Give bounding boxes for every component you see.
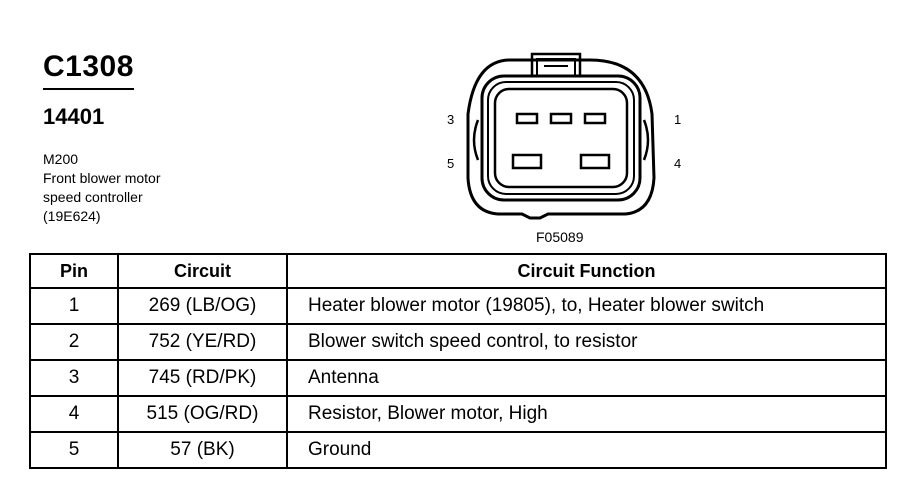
column-header-circuit: Circuit: [117, 253, 288, 289]
part-number: 14401: [43, 104, 105, 129]
terminal-slot-2: [549, 112, 573, 125]
description-line: speed controller: [43, 189, 143, 205]
pin-label-5: 5: [447, 156, 454, 171]
pin-cell: 2: [29, 323, 119, 361]
pin-cell: 4: [29, 395, 119, 433]
table-header-row: Pin Circuit Circuit Function: [29, 253, 887, 289]
pin-cell: 1: [29, 287, 119, 325]
terminal-slot-1: [583, 112, 607, 125]
terminal-slot-3: [515, 112, 539, 125]
pin-cell: 3: [29, 359, 119, 397]
table-row: 5 57 (BK) Ground: [29, 431, 887, 469]
terminal-slot-4: [579, 153, 611, 170]
side-rib-left: [472, 119, 480, 161]
connector-face-diagram: 3 1 5 4 F05089: [447, 52, 681, 245]
terminal-slot-5: [511, 153, 543, 170]
function-cell: Antenna: [286, 359, 887, 397]
housing-ring-outer: [480, 74, 642, 202]
table-row: 1 269 (LB/OG) Heater blower motor (19805…: [29, 287, 887, 325]
table-row: 4 515 (OG/RD) Resistor, Blower motor, Hi…: [29, 395, 887, 433]
connector-id: C1308: [43, 50, 134, 90]
circuit-cell: 515 (OG/RD): [117, 395, 288, 433]
side-rib-right: [642, 119, 650, 161]
description-line: Front blower motor: [43, 170, 161, 186]
housing-ring-middle: [487, 81, 635, 195]
connector-description: M200 Front blower motor speed controller…: [43, 150, 160, 226]
pin-label-4: 4: [674, 156, 681, 171]
table-row: 2 752 (YE/RD) Blower switch speed contro…: [29, 323, 887, 361]
pin-label-1: 1: [674, 112, 681, 127]
function-cell: Resistor, Blower motor, High: [286, 395, 887, 433]
pinout-table: Pin Circuit Circuit Function 1 269 (LB/O…: [29, 253, 887, 469]
circuit-cell: 57 (BK): [117, 431, 288, 469]
function-cell: Ground: [286, 431, 887, 469]
locking-tab: [530, 52, 582, 75]
column-header-pin: Pin: [29, 253, 119, 289]
description-line: (19E624): [43, 208, 101, 224]
column-header-circuit-function: Circuit Function: [286, 253, 887, 289]
table-row: 3 745 (RD/PK) Antenna: [29, 359, 887, 397]
housing-ring-inner: [493, 87, 629, 189]
pin-cell: 5: [29, 431, 119, 469]
figure-code: F05089: [536, 229, 584, 245]
description-line: M200: [43, 151, 79, 167]
circuit-cell: 269 (LB/OG): [117, 287, 288, 325]
function-cell: Heater blower motor (19805), to, Heater …: [286, 287, 887, 325]
function-cell: Blower switch speed control, to resistor: [286, 323, 887, 361]
circuit-cell: 745 (RD/PK): [117, 359, 288, 397]
pin-label-3: 3: [447, 112, 454, 127]
circuit-cell: 752 (YE/RD): [117, 323, 288, 361]
connector-outer-shell: [466, 58, 656, 220]
